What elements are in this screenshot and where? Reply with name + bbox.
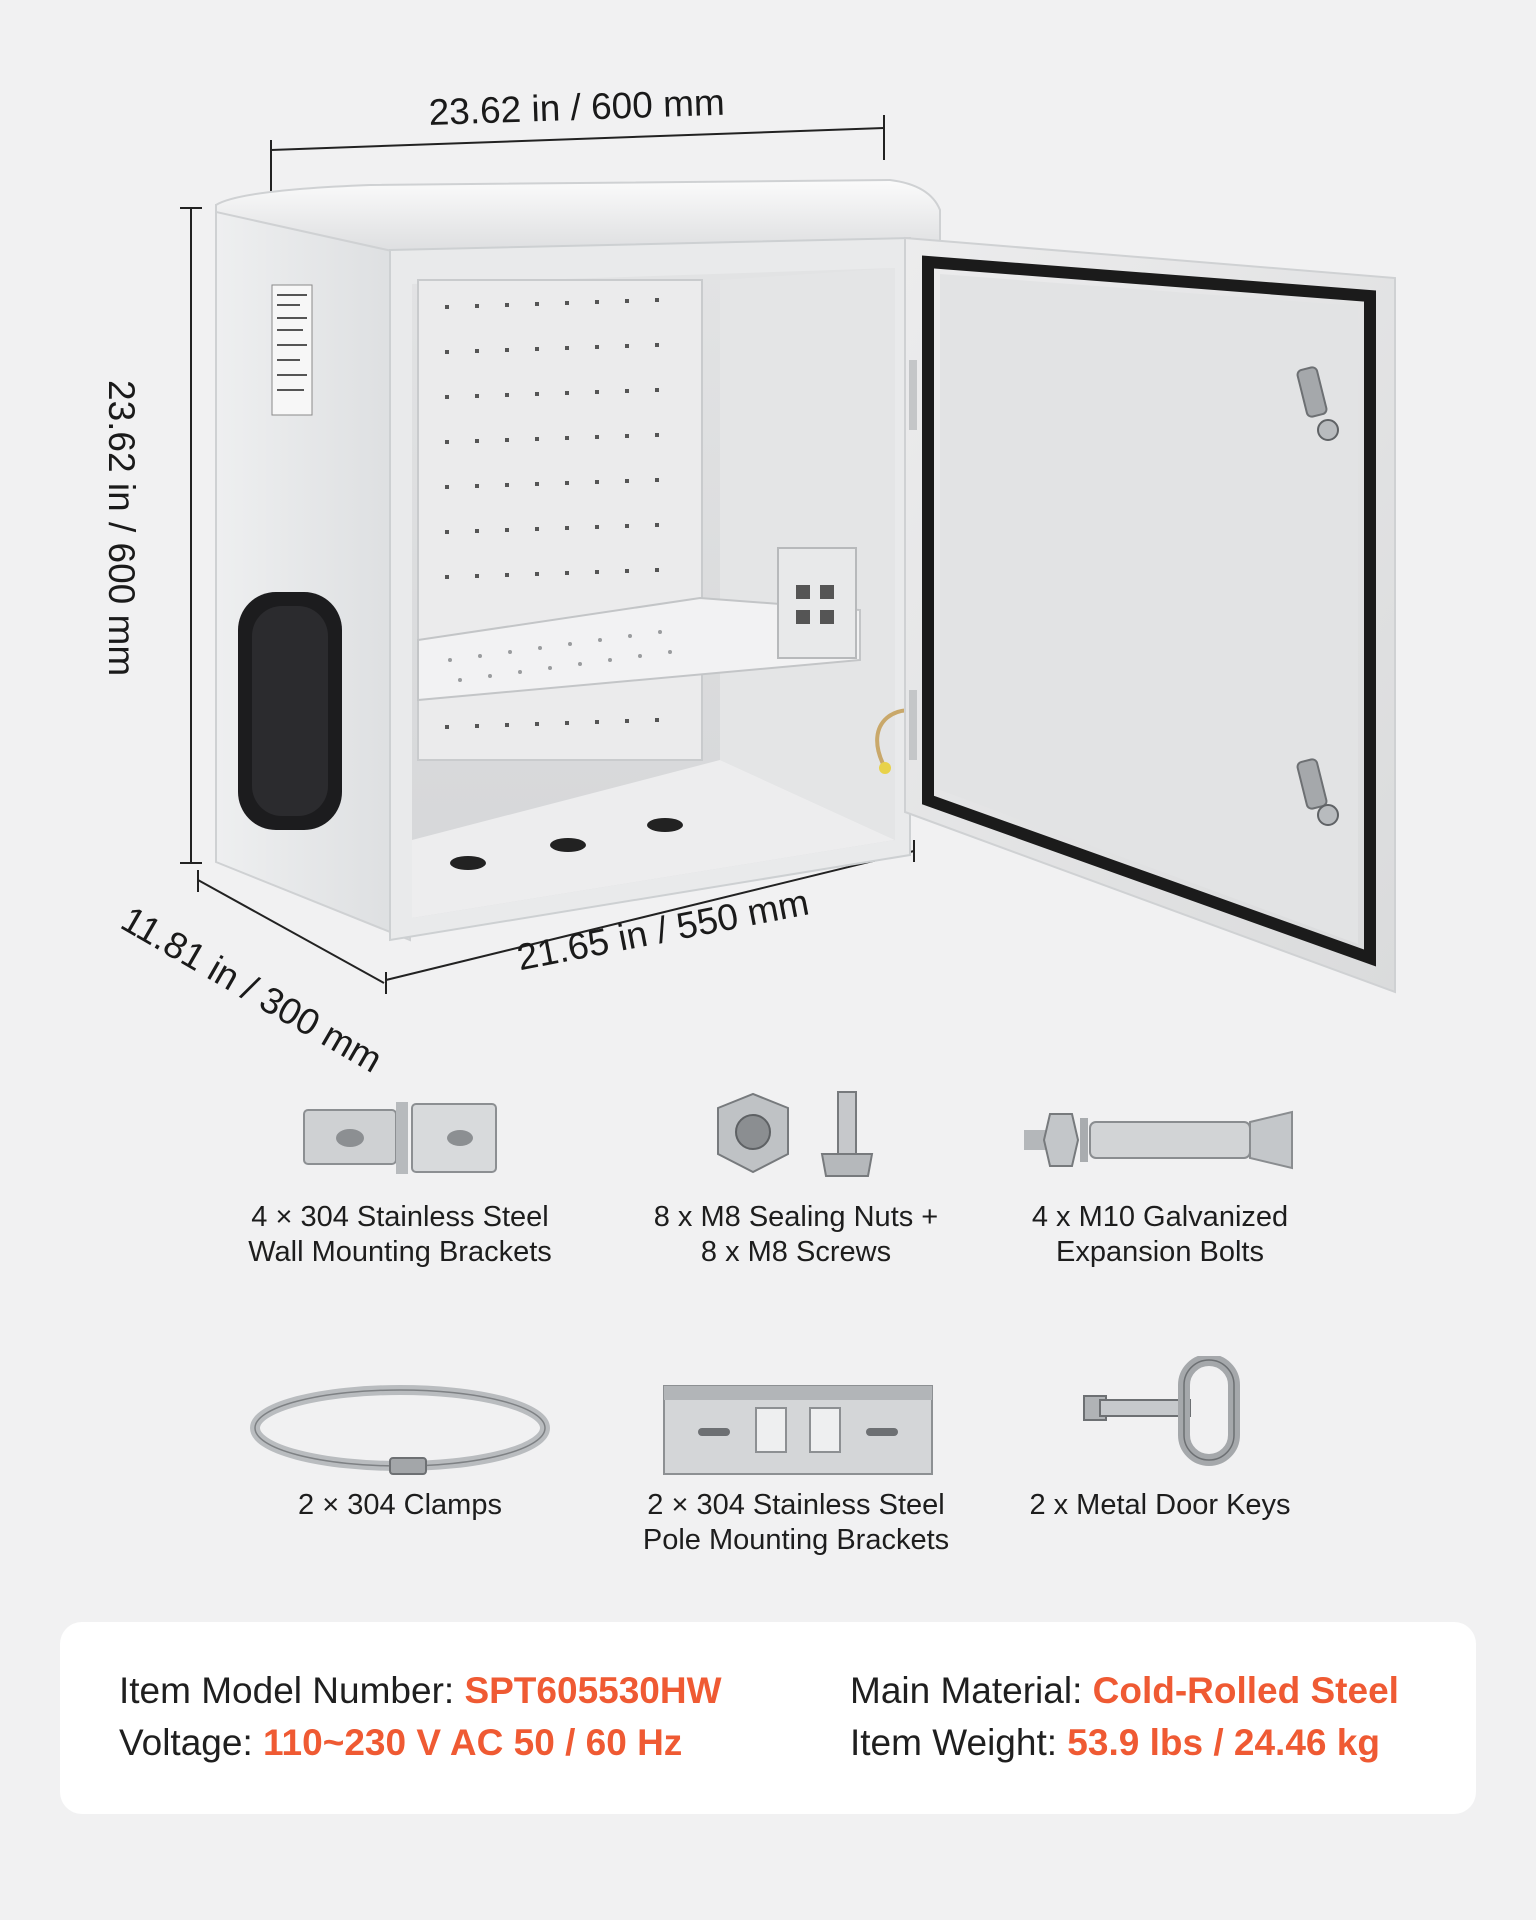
pole-bracket-icon [663, 1385, 933, 1475]
door-latch [1296, 366, 1339, 441]
accessory-label: 2 × 304 Clamps [298, 1489, 502, 1521]
spec-label: Voltage: [119, 1722, 264, 1763]
spec-value: Cold-Rolled Steel [1092, 1670, 1399, 1711]
door-hinge [909, 690, 917, 760]
cable-gland [550, 838, 586, 852]
dimension-height: 23.62 in / 600 mm [101, 380, 142, 677]
spec-card: Item Model Number: SPT605530HW Voltage: … [60, 1622, 1476, 1814]
expansion-bolt-icon [1024, 1110, 1293, 1170]
shelf [417, 596, 861, 702]
accessory-label: 4 × 304 Stainless Steel Wall Mounting Br… [248, 1201, 552, 1268]
spec-material: Main Material: Cold-Rolled Steel [850, 1672, 1399, 1709]
spec-value: SPT605530HW [464, 1670, 722, 1711]
cable-gland [450, 856, 486, 870]
door-latch [1296, 758, 1339, 826]
clamp-icon [250, 1385, 550, 1475]
mounting-plate-holes [445, 298, 659, 729]
nut-screw-icon [717, 1091, 874, 1177]
accessory-label: 4 x M10 Galvanized Expansion Bolts [1031, 1201, 1289, 1268]
accessory-label: 2 × 304 Stainless Steel Pole Mounting Br… [642, 1489, 950, 1556]
spec-label: Item Weight: [850, 1722, 1068, 1763]
enclosure-roof [215, 178, 941, 257]
spec-label: Item Model Number: [119, 1670, 465, 1711]
door-gasket [922, 255, 1376, 967]
accessory-label: 8 x M8 Sealing Nuts + 8 x M8 Screws [653, 1201, 939, 1268]
spec-voltage: Voltage: 110~230 V AC 50 / 60 Hz [119, 1724, 682, 1761]
spec-value: 53.9 lbs / 24.46 kg [1067, 1722, 1380, 1763]
spec-label: Main Material: [850, 1670, 1093, 1711]
spec-model-number: Item Model Number: SPT605530HW [119, 1672, 722, 1709]
enclosure-illustration [180, 115, 1396, 994]
accessory-label: 2 x Metal Door Keys [1029, 1489, 1291, 1521]
wall-bracket-icon [303, 1102, 497, 1174]
spec-weight: Item Weight: 53.9 lbs / 24.46 kg [850, 1724, 1380, 1761]
cable-gland [647, 818, 683, 832]
spec-sticker [271, 284, 313, 416]
spec-value: 110~230 V AC 50 / 60 Hz [263, 1722, 683, 1763]
key-icon [1083, 1356, 1240, 1466]
door-hinge [909, 360, 917, 430]
interior-bracket [777, 547, 857, 659]
dimension-top-width: 23.62 in / 600 mm [427, 81, 726, 133]
